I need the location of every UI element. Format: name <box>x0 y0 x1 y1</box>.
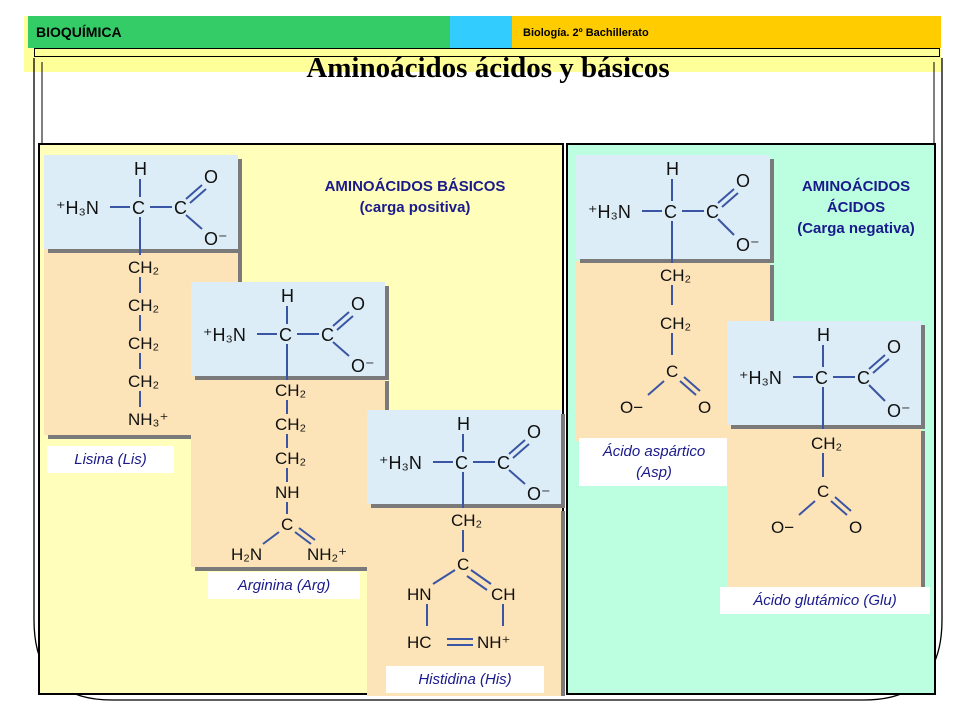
header-yellow-block <box>512 16 941 48</box>
arginine-side-chain: CH₂ CH₂ CH₂ NH C H₂N NH₂⁺ <box>231 381 347 564</box>
svg-text:C: C <box>664 202 677 222</box>
svg-text:O⁻: O⁻ <box>887 401 911 421</box>
svg-text:⁺H₃N: ⁺H₃N <box>379 453 422 473</box>
svg-text:O: O <box>527 422 541 442</box>
svg-text:O: O <box>351 294 365 314</box>
svg-text:⁺H₃N: ⁺H₃N <box>203 325 246 345</box>
histidine-label: Histidina (His) <box>386 666 544 693</box>
arginine-ch2-2: CH₂ <box>275 415 306 434</box>
arginine-nh: NH <box>275 483 300 502</box>
arginine-label: Arginina (Arg) <box>208 572 360 599</box>
svg-text:O: O <box>204 167 218 187</box>
glutamate-c: C <box>817 482 829 501</box>
svg-text:⁺H₃N: ⁺H₃N <box>739 368 782 388</box>
lysine-ch2-3: CH₂ <box>128 334 159 353</box>
page-title: Aminoácidos ácidos y básicos <box>306 52 670 84</box>
basic-group-heading: AMINOÁCIDOS BÁSICOS (carga positiva) <box>295 176 535 218</box>
svg-text:O⁻: O⁻ <box>527 484 551 504</box>
arginine-nh2: NH₂⁺ <box>307 545 347 564</box>
histidine-hc: HC <box>407 633 432 652</box>
header-subject: BIOQUÍMICA <box>36 24 122 40</box>
svg-text:C: C <box>321 325 334 345</box>
glutamate-label: Ácido glutámico (Glu) <box>720 587 930 614</box>
lysine-label: Lisina (Lis) <box>47 446 174 473</box>
svg-text:⁺H₃N: ⁺H₃N <box>588 202 631 222</box>
svg-text:H: H <box>281 286 294 306</box>
header-cyan-block <box>450 16 512 48</box>
lysine-ch2-4: CH₂ <box>128 372 159 391</box>
histidine-c: C <box>457 555 469 574</box>
svg-text:O⁻: O⁻ <box>736 235 760 255</box>
aspartate-label-line2: (Asp) <box>636 464 672 481</box>
svg-text:O: O <box>736 171 750 191</box>
svg-text:⁺H₃N: ⁺H₃N <box>56 198 99 218</box>
svg-text:C: C <box>279 325 292 345</box>
svg-text:O: O <box>887 337 901 357</box>
svg-text:C: C <box>857 368 870 388</box>
acidic-heading-line1: AMINOÁCIDOS <box>801 178 911 195</box>
svg-text:C: C <box>174 198 187 218</box>
glutamate-structure: H ⁺H₃N C C O O⁻ CH₂ C O− O <box>727 321 927 591</box>
header-course: Biología. 2º Bachillerato <box>523 27 649 39</box>
svg-text:C: C <box>706 202 719 222</box>
histidine-side-chain: CH₂ C HN CH HC NH⁺ <box>407 511 516 652</box>
histidine-structure: H ⁺H₃N C C O O⁻ CH₂ C HN CH HC NH⁺ <box>367 410 567 696</box>
lysine-nh3: NH₃⁺ <box>128 410 168 429</box>
lysine-side-chain: CH₂ CH₂ CH₂ CH₂ NH₃⁺ <box>128 258 168 429</box>
aspartate-ch2-2: CH₂ <box>660 314 691 333</box>
arginine-ch2-3: CH₂ <box>275 449 306 468</box>
lysine-ch2-1: CH₂ <box>128 258 159 277</box>
histidine-ch2: CH₂ <box>451 511 482 530</box>
aspartate-c: C <box>666 362 678 381</box>
svg-text:H: H <box>134 159 147 179</box>
aspartate-ch2-1: CH₂ <box>660 266 691 285</box>
header-rule <box>34 48 940 57</box>
glutamate-o-minus: O− <box>771 518 794 537</box>
glutamate-o: O <box>849 518 862 537</box>
lysine-ch2-2: CH₂ <box>128 296 159 315</box>
acidic-group-heading: AMINOÁCIDOS ÁCIDOS (Carga negativa) <box>776 176 936 239</box>
basic-heading-line1: AMINOÁCIDOS BÁSICOS <box>324 178 506 195</box>
lysine-structure: H ⁺H₃N C C O O⁻ CH₂ CH₂ CH₂ CH₂ NH₃⁺ <box>44 155 244 440</box>
glutamate-side-chain: CH₂ C O− O <box>771 434 862 537</box>
histidine-nh: NH⁺ <box>477 633 511 652</box>
histidine-hn: HN <box>407 585 432 604</box>
arginine-h2n: H₂N <box>231 545 262 564</box>
arginine-ch2-1: CH₂ <box>275 381 306 400</box>
svg-text:O⁻: O⁻ <box>351 356 375 376</box>
svg-text:C: C <box>455 453 468 473</box>
acidic-heading-line2: ÁCIDOS <box>826 199 886 216</box>
acidic-heading-line3: (Carga negativa) <box>797 220 915 237</box>
svg-text:H: H <box>666 159 679 179</box>
aspartate-o-minus: O− <box>620 398 643 417</box>
svg-text:O⁻: O⁻ <box>204 229 228 249</box>
basic-heading-line2: (carga positiva) <box>359 199 471 216</box>
aspartate-side-chain: CH₂ CH₂ C O− O <box>620 266 711 417</box>
svg-text:C: C <box>815 368 828 388</box>
glutamate-ch2: CH₂ <box>811 434 842 453</box>
svg-text:H: H <box>817 325 830 345</box>
svg-text:C: C <box>132 198 145 218</box>
aspartate-label-line1: Ácido aspártico <box>602 443 706 460</box>
aspartate-label: Ácido aspártico (Asp) <box>579 438 729 486</box>
aspartate-o: O <box>698 398 711 417</box>
svg-text:C: C <box>497 453 510 473</box>
svg-text:H: H <box>457 414 470 434</box>
arginine-c: C <box>281 515 293 534</box>
histidine-ch: CH <box>491 585 516 604</box>
arginine-structure: H ⁺H₃N C C O O⁻ CH₂ CH₂ CH₂ NH C H₂N NH₂… <box>191 282 391 574</box>
header-green-block <box>28 16 450 48</box>
